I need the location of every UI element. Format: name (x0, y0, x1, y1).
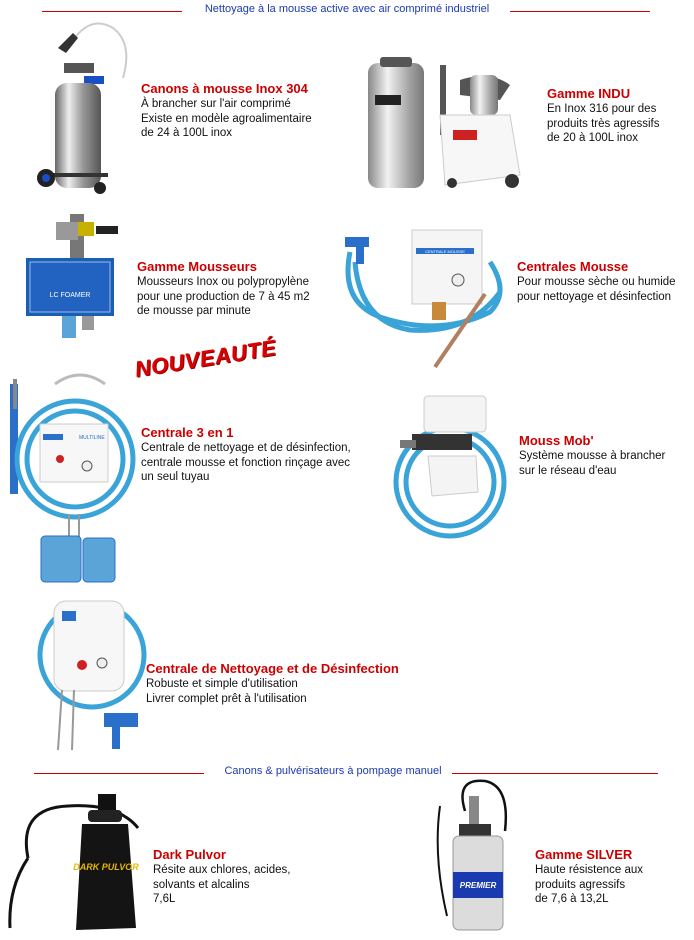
product-dark-line: 7,6L (153, 893, 176, 905)
mouss-mob-image (393, 395, 507, 539)
product-centrales: Centrales Mousse Pour mousse sèche ou hu… (517, 258, 676, 304)
multiline-label: MULTILINE (79, 435, 105, 441)
product-3en1-title[interactable]: Centrale 3 en 1 (141, 425, 234, 440)
product-silver-line: de 7,6 à 13,2L (535, 893, 609, 905)
centrale-mousse-image: CENTRALE MOUSSE (345, 229, 503, 369)
product-mousseurs-line: Mousseurs Inox ou polypropylène (137, 276, 309, 288)
product-canons-line: Existe en modèle agroalimentaire (141, 112, 312, 125)
product-nettoyage-line: Robuste et simple d'utilisation (146, 678, 298, 690)
product-nettoyage: Centrale de Nettoyage et de Désinfection… (146, 660, 399, 706)
product-nettoyage-title[interactable]: Centrale de Nettoyage et de Désinfection (146, 661, 399, 676)
product-mob-line: sur le réseau d'eau (519, 464, 617, 477)
product-canons-line: de 24 à 100L inox (141, 127, 233, 139)
section-header-manual: Canons & pulvérisateurs à pompage manuel (0, 764, 694, 782)
product-3en1-line: Centrale de nettoyage et de désinfection… (141, 442, 351, 454)
product-dark-line: Résite aux chlores, acides, (153, 864, 291, 876)
section-header-foam-text: Nettoyage à la mousse active avec air co… (201, 3, 493, 15)
product-mousseurs-title[interactable]: Gamme Mousseurs (137, 259, 257, 274)
foamer-image: LC FOAMER (26, 214, 118, 338)
product-nettoyage-line: Livrer complet prêt à l'utilisation (146, 692, 307, 705)
product-silver-line: Haute résistence aux (535, 864, 644, 876)
header-rule-left (34, 773, 204, 774)
foam-cannon-image (37, 22, 128, 194)
product-dark-title[interactable]: Dark Pulvor (153, 847, 226, 862)
centrale-3en1-image: MULTILINE (10, 373, 136, 583)
product-3en1-line: centrale mousse et fonction rinçage avec (141, 456, 351, 469)
product-centrales-line: Pour mousse sèche ou humide (517, 276, 676, 288)
centrale-nettoyage-image (37, 600, 147, 751)
product-silver: Gamme SILVER Haute résistence aux produi… (535, 846, 643, 907)
indu-tanks-image (368, 57, 521, 188)
product-indu-title[interactable]: Gamme INDU (547, 86, 631, 101)
product-canons-line: À brancher sur l'air comprimé (141, 98, 291, 110)
product-mob: Mouss Mob' Système mousse à brancher sur… (519, 432, 665, 478)
product-indu-line: de 20 à 100L inox (547, 132, 639, 144)
product-centrales-line: pour nettoyage et désinfection (517, 290, 672, 303)
product-mob-title[interactable]: Mouss Mob' (519, 433, 594, 448)
silver-sprayer-image: PREMIER (436, 779, 507, 931)
dark-sprayer-label: DARK PULVOR (73, 862, 139, 872)
product-centrales-title[interactable]: Centrales Mousse (517, 259, 629, 274)
header-rule-right (452, 773, 658, 774)
product-canons: Canons à mousse Inox 304 À brancher sur … (141, 80, 312, 141)
product-mob-line: Système mousse à brancher (519, 450, 666, 462)
product-mousseurs-line: pour une production de 7 à 45 m2 (137, 290, 310, 303)
product-indu-line: En Inox 316 pour des (547, 103, 657, 115)
product-canons-title[interactable]: Canons à mousse Inox 304 (141, 81, 308, 96)
product-3en1: Centrale 3 en 1 Centrale de nettoyage et… (141, 424, 351, 485)
foamer-label: LC FOAMER (50, 292, 91, 299)
centrale-panel-label: CENTRALE MOUSSE (425, 249, 465, 254)
product-silver-line: produits agressifs (535, 878, 626, 891)
header-rule-left (42, 11, 182, 12)
product-mousseurs: Gamme Mousseurs Mousseurs Inox ou polypr… (137, 258, 310, 319)
product-dark: Dark Pulvor Résite aux chlores, acides, … (153, 846, 290, 907)
product-indu-line: produits très agressifs (547, 117, 660, 130)
section-header-foam: Nettoyage à la mousse active avec air co… (0, 2, 694, 20)
new-badge: NOUVEAUTÉ (132, 334, 278, 382)
product-3en1-line: un seul tuyau (141, 471, 210, 483)
dark-pulvor-image: DARK PULVOR (8, 794, 139, 930)
section-header-manual-text: Canons & pulvérisateurs à pompage manuel (221, 765, 445, 777)
premier-sprayer-label: PREMIER (460, 881, 497, 890)
product-mousseurs-line: de mousse par minute (137, 305, 251, 317)
product-silver-title[interactable]: Gamme SILVER (535, 847, 633, 862)
product-dark-line: solvants et alcalins (153, 878, 250, 891)
header-rule-right (510, 11, 650, 12)
product-indu: Gamme INDU En Inox 316 pour des produits… (547, 85, 660, 146)
